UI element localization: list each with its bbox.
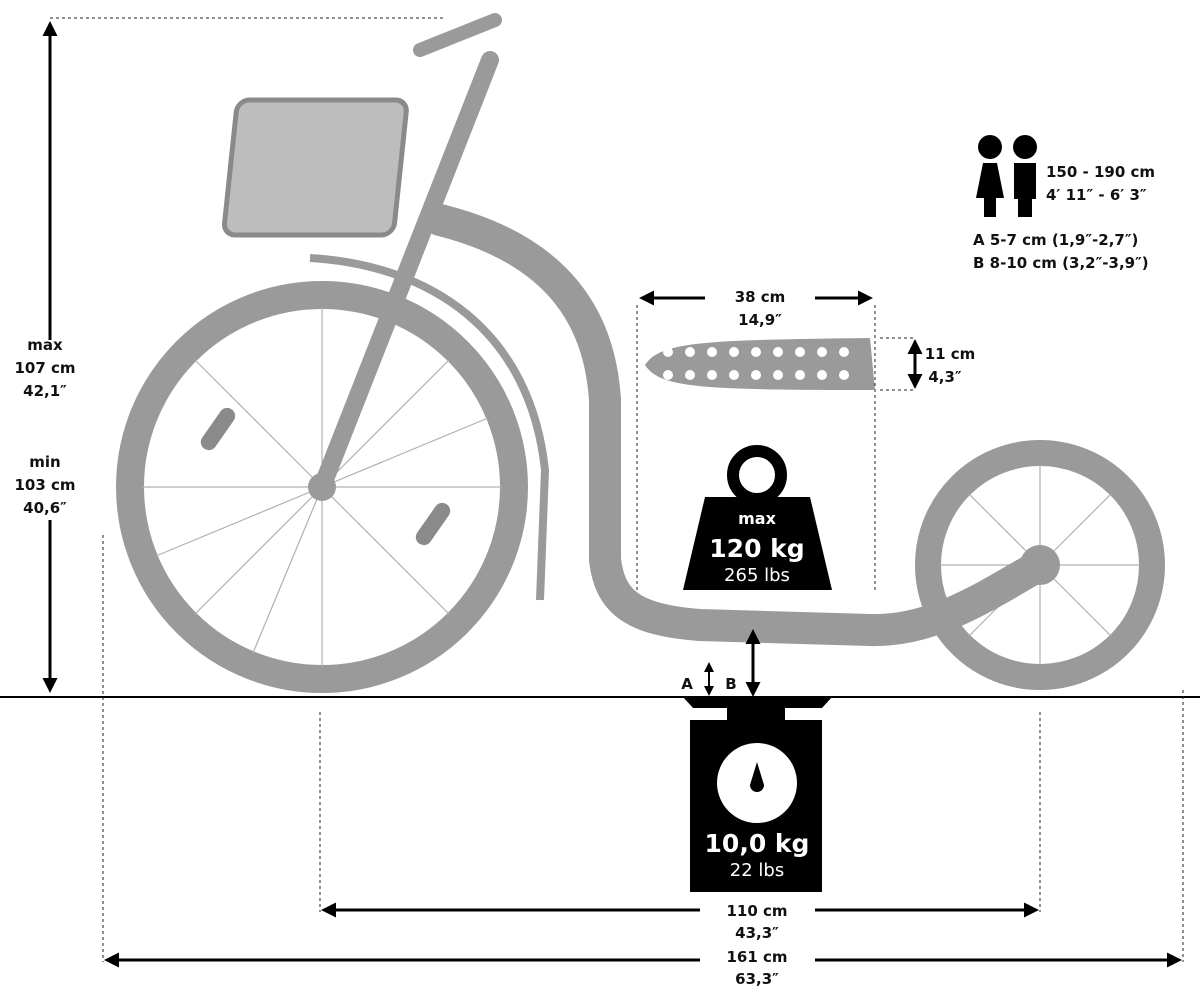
clearance-a-range: A 5-7 cm (1,9″-2,7″) [973, 231, 1138, 249]
deck-hole [685, 370, 695, 380]
deck-hole [817, 347, 827, 357]
rider-height-ft: 4′ 11″ - 6′ 3″ [1046, 186, 1147, 204]
rider-icons [976, 135, 1037, 217]
deck-hole [663, 347, 673, 357]
deck-width-in: 4,3″ [928, 368, 962, 386]
deck-hole [817, 370, 827, 380]
total-length-in: 63,3″ [735, 970, 779, 988]
female-icon [976, 135, 1004, 217]
wheelbase-cm: 110 cm [726, 902, 787, 920]
height-max-label: max [27, 336, 63, 354]
max-load-label: max [738, 509, 776, 528]
deck-hole [685, 347, 695, 357]
dimension-guides [50, 17, 1184, 962]
deck-hole [729, 347, 739, 357]
wheelbase-in: 43,3″ [735, 924, 779, 942]
fender [309, 254, 550, 601]
deck-hole [839, 347, 849, 357]
clearance-a-label: A [681, 675, 693, 693]
male-icon [1013, 135, 1037, 217]
max-load-kg: 120 kg [709, 534, 804, 563]
deck-icon [645, 338, 875, 390]
fork-and-stem [313, 51, 499, 496]
deck-hole [751, 370, 761, 380]
handlebar [413, 13, 502, 57]
deck-hole [729, 370, 739, 380]
deck-hole [751, 347, 761, 357]
height-max-in: 42,1″ [23, 382, 67, 400]
basket [221, 97, 409, 238]
deck-hole [839, 370, 849, 380]
kickbike-silhouette [116, 13, 1165, 693]
scooter-weight-kg: 10,0 kg [705, 829, 810, 858]
height-max-cm: 107 cm [14, 359, 75, 377]
scooter-weight-lbs: 22 lbs [730, 860, 784, 881]
deck-hole [707, 370, 717, 380]
height-min-cm: 103 cm [14, 476, 75, 494]
deck-hole [773, 347, 783, 357]
clearance-b-label: B [725, 675, 736, 693]
deck-length-in: 14,9″ [738, 311, 782, 329]
height-min-in: 40,6″ [23, 499, 67, 517]
max-load-weight-icon: max 120 kg 265 lbs [683, 445, 832, 590]
deck-hole [795, 370, 805, 380]
scale-weight-icon: 10,0 kg 22 lbs [683, 697, 832, 892]
clearance-b-range: B 8-10 cm (3,2″-3,9″) [973, 254, 1149, 272]
deck-hole [795, 347, 805, 357]
total-length-cm: 161 cm [726, 948, 787, 966]
deck-hole [707, 347, 717, 357]
deck-width-cm: 11 cm [925, 345, 976, 363]
frame [424, 204, 1056, 647]
deck-length-cm: 38 cm [735, 288, 786, 306]
deck-hole [773, 370, 783, 380]
rider-height-cm: 150 - 190 cm [1046, 163, 1155, 181]
deck-hole [663, 370, 673, 380]
max-load-lbs: 265 lbs [724, 565, 790, 586]
height-min-label: min [29, 453, 60, 471]
